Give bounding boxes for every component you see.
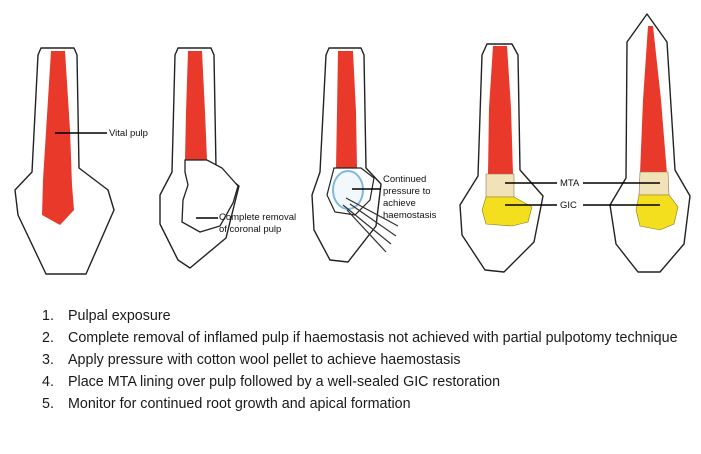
- gic-restoration: [636, 195, 678, 230]
- tooth-stage-4: [460, 44, 543, 272]
- step-text: Place MTA lining over pulp followed by a…: [68, 374, 500, 390]
- gic-label: GIC: [560, 200, 577, 211]
- step-text: Pulpal exposure: [68, 308, 171, 324]
- step-text: Apply pressure with cotton wool pellet t…: [68, 352, 461, 368]
- pulpotomy-diagram: Vital pulp Complete removal of coronal p…: [0, 0, 701, 300]
- step-text: Complete removal of inflamed pulp if hae…: [68, 330, 678, 346]
- step-item: 3. Apply pressure with cotton wool pellet…: [42, 349, 692, 371]
- removal-label-line2: of coronal pulp: [219, 224, 281, 235]
- mta-label: MTA: [560, 178, 580, 189]
- tooth-stage-5: [610, 14, 690, 272]
- cotton-pellet-icon: [333, 171, 363, 209]
- pressure-label-line3: achieve: [383, 198, 416, 209]
- step-number: 1.: [42, 305, 54, 327]
- vital-pulp-label: Vital pulp: [109, 128, 148, 139]
- step-item: 2. Complete removal of inflamed pulp if h…: [42, 327, 692, 349]
- step-item: 5. Monitor for continued root growth and …: [42, 393, 692, 415]
- step-number: 4.: [42, 371, 54, 393]
- tooth-stage-2: Complete removal of coronal pulp: [160, 48, 296, 268]
- step-item: 4. Place MTA lining over pulp followed by…: [42, 371, 692, 393]
- pressure-label-line4: haemostasis: [383, 210, 437, 221]
- pressure-label-line1: Continued: [383, 174, 426, 185]
- step-number: 2.: [42, 327, 54, 349]
- step-text: Monitor for continued root growth and ap…: [68, 396, 411, 412]
- step-number: 3.: [42, 349, 54, 371]
- removal-label-line1: Complete removal: [219, 212, 296, 223]
- mta-layer: [486, 174, 514, 197]
- radicular-pulp: [336, 51, 357, 168]
- step-number: 5.: [42, 393, 54, 415]
- pressure-label-line2: pressure to: [383, 186, 431, 197]
- procedure-steps: 1. Pulpal exposure 2. Complete removal of …: [42, 305, 692, 415]
- tooth-stage-1: Vital pulp: [15, 48, 148, 274]
- step-item: 1. Pulpal exposure: [42, 305, 692, 327]
- tooth-stage-3: Continued pressure to achieve haemostasi…: [312, 48, 437, 262]
